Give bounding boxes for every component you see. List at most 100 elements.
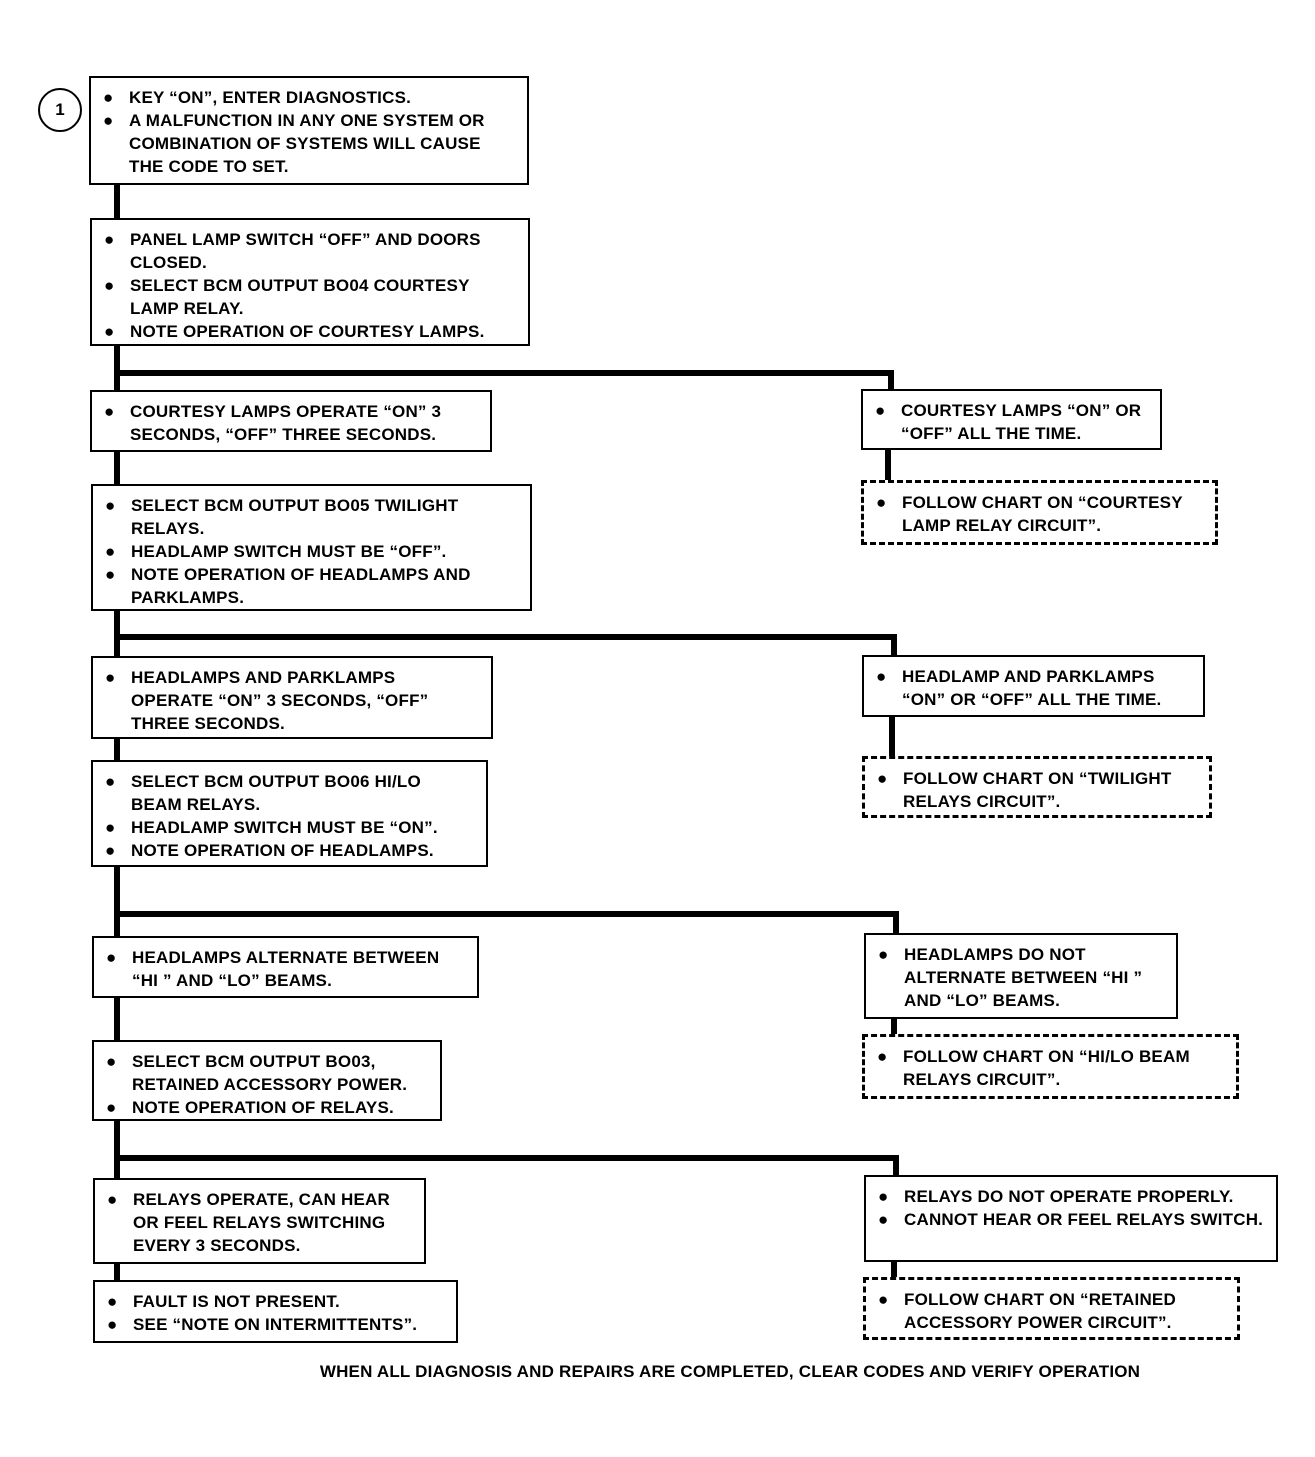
bullet-text: HEADLAMP SWITCH MUST BE “OFF”.	[131, 542, 447, 561]
bullet-list: ● FAULT IS NOT PRESENT. ● SEE “NOTE ON INTE…	[105, 1290, 446, 1336]
bullet-item: ● HEADLAMPS DO NOT ALTERNATE BETWEEN “HI …	[876, 943, 1166, 1012]
bullet-icon: ●	[107, 1292, 118, 1311]
bullet-item: ● NOTE OPERATION OF HEADLAMPS.	[103, 839, 476, 862]
bullet-list: ●SELECT BCM OUTPUT BO06 HI/LO BEAM RELAY…	[103, 770, 476, 862]
action-box-hilo-chart: ● FOLLOW CHART ON “HI/LO BEAM RELAYS CIRC…	[862, 1034, 1239, 1099]
result-box-twilight-fail: ●HEADLAMP AND PARKLAMPS “ON” OR “OFF” AL…	[862, 655, 1205, 717]
bullet-item: ●SELECT BCM OUTPUT BO04 COURTESY LAMP RE…	[102, 274, 518, 320]
bullet-icon: ●	[107, 1190, 118, 1209]
bullet-icon: ●	[877, 1047, 888, 1066]
bullet-text: COURTESY LAMPS OPERATE “ON” 3 SECONDS, “…	[130, 402, 442, 444]
bullet-list: ● HEADLAMPS AND PARKLAMPS OPERATE “ON” 3 …	[103, 666, 481, 735]
bullet-text: FOLLOW CHART ON “COURTESY LAMP RELAY CIR…	[902, 493, 1183, 535]
bullet-text: KEY “ON”, ENTER DIAGNOSTICS.	[129, 88, 412, 107]
bullet-text: FOLLOW CHART ON “TWILIGHT RELAYS CIRCUIT…	[903, 769, 1172, 811]
bullet-text: PANEL LAMP SWITCH “OFF” AND DOORS CLOSED…	[130, 230, 481, 272]
result-box-twilight-ok: ● HEADLAMPS AND PARKLAMPS OPERATE “ON” 3 …	[91, 656, 493, 739]
bullet-icon: ●	[104, 322, 115, 341]
bullet-icon: ●	[878, 945, 889, 964]
bullet-item: ● NOTE OPERATION OF RELAYS.	[104, 1096, 430, 1119]
bullet-list: ● PANEL LAMP SWITCH “OFF” AND DOORS CLOSE…	[102, 228, 518, 343]
action-box-twilight-chart: ●FOLLOW CHART ON “TWILIGHT RELAYS CIRCUI…	[862, 756, 1212, 818]
bullet-icon: ●	[876, 493, 887, 512]
bullet-icon: ●	[876, 667, 887, 686]
bullet-text: FOLLOW CHART ON “HI/LO BEAM RELAYS CIRCU…	[903, 1047, 1190, 1089]
bullet-icon: ●	[105, 496, 116, 515]
bullet-text: SEE “NOTE ON INTERMITTENTS”.	[133, 1315, 418, 1334]
bullet-text: RELAYS OPERATE, CAN HEAR OR FEEL RELAYS …	[133, 1190, 391, 1255]
bullet-item: ●NOTE OPERATION OF HEADLAMPS AND PARKLAM…	[103, 563, 520, 609]
step-box-select-bo06: ●SELECT BCM OUTPUT BO06 HI/LO BEAM RELAY…	[91, 760, 488, 867]
bullet-icon: ●	[105, 841, 116, 860]
bullet-item: ●FOLLOW CHART ON “TWILIGHT RELAYS CIRCUI…	[875, 767, 1199, 813]
bullet-item: ● SEE “NOTE ON INTERMITTENTS”.	[105, 1313, 446, 1336]
bullet-icon: ●	[878, 1187, 889, 1206]
bullet-text: SELECT BCM OUTPUT BO04 COURTESY LAMP REL…	[130, 276, 470, 318]
result-box-relays-fail: ● RELAYS DO NOT OPERATE PROPERLY. ● CANNOT …	[864, 1175, 1278, 1262]
footer-instruction: WHEN ALL DIAGNOSIS AND REPAIRS ARE COMPL…	[319, 1362, 1141, 1381]
bullet-text: FOLLOW CHART ON “RETAINED ACCESSORY POWE…	[904, 1290, 1176, 1332]
step-box-enter-diagnostics: ● KEY “ON”, ENTER DIAGNOSTICS. ● A MALFUNCT…	[89, 76, 529, 185]
bullet-icon: ●	[105, 818, 116, 837]
bullet-text: NOTE OPERATION OF HEADLAMPS AND PARKLAMP…	[131, 565, 471, 607]
bullet-icon: ●	[106, 948, 117, 967]
bullet-item: ● HEADLAMPS AND PARKLAMPS OPERATE “ON” 3 …	[103, 666, 481, 735]
bullet-icon: ●	[106, 1098, 117, 1117]
bullet-text: FAULT IS NOT PRESENT.	[133, 1292, 340, 1311]
action-box-courtesy-chart: ● FOLLOW CHART ON “COURTESY LAMP RELAY CI…	[861, 480, 1218, 545]
bullet-icon: ●	[103, 88, 114, 107]
step-box-select-bo04: ● PANEL LAMP SWITCH “OFF” AND DOORS CLOSE…	[90, 218, 530, 346]
bullet-list: ● FOLLOW CHART ON “RETAINED ACCESSORY POW…	[876, 1288, 1227, 1334]
bullet-list: ● SELECT BCM OUTPUT BO05 TWILIGHT RELAYS.…	[103, 494, 520, 609]
bullet-icon: ●	[878, 1290, 889, 1309]
bullet-text: HEADLAMPS DO NOT ALTERNATE BETWEEN “HI ”…	[904, 945, 1143, 1010]
bullet-list: ● COURTESY LAMPS OPERATE “ON” 3 SECONDS, …	[102, 400, 480, 446]
bullet-list: ● KEY “ON”, ENTER DIAGNOSTICS. ● A MALFUNCT…	[101, 86, 517, 178]
bullet-icon: ●	[104, 230, 115, 249]
bullet-icon: ●	[107, 1315, 118, 1334]
bullet-icon: ●	[105, 542, 116, 561]
bullet-text: NOTE OPERATION OF RELAYS.	[132, 1098, 394, 1117]
bullet-text: SELECT BCM OUTPUT BO05 TWILIGHT RELAYS.	[131, 496, 459, 538]
bullet-icon: ●	[878, 1210, 889, 1229]
bullet-text: HEADLAMPS ALTERNATE BETWEEN “HI ” AND “L…	[132, 948, 440, 990]
bullet-item: ● SELECT BCM OUTPUT BO05 TWILIGHT RELAYS.	[103, 494, 520, 540]
bullet-item: ●COURTESY LAMPS “ON” OR “OFF” ALL THE TI…	[873, 399, 1150, 445]
bullet-text: RELAYS DO NOT OPERATE PROPERLY.	[904, 1187, 1234, 1206]
bullet-item: ● FOLLOW CHART ON “RETAINED ACCESSORY POW…	[876, 1288, 1227, 1334]
bullet-text: HEADLAMP SWITCH MUST BE “ON”.	[131, 818, 438, 837]
bullet-text: COURTESY LAMPS “ON” OR “OFF” ALL THE TIM…	[901, 401, 1142, 443]
bullet-list: ● FOLLOW CHART ON “HI/LO BEAM RELAYS CIRC…	[875, 1045, 1226, 1091]
bullet-text: SELECT BCM OUTPUT BO03, RETAINED ACCESSO…	[132, 1052, 408, 1094]
bullet-list: ● FOLLOW CHART ON “COURTESY LAMP RELAY CI…	[874, 491, 1205, 537]
result-box-fault-not-present: ● FAULT IS NOT PRESENT. ● SEE “NOTE ON INTE…	[93, 1280, 458, 1343]
step-box-select-bo03: ● SELECT BCM OUTPUT BO03, RETAINED ACCESS…	[92, 1040, 442, 1121]
bullet-list: ● SELECT BCM OUTPUT BO03, RETAINED ACCESS…	[104, 1050, 430, 1119]
bullet-text: A MALFUNCTION IN ANY ONE SYSTEM OR COMBI…	[129, 111, 485, 176]
bullet-list: ●FOLLOW CHART ON “TWILIGHT RELAYS CIRCUI…	[875, 767, 1199, 813]
result-box-courtesy-ok: ● COURTESY LAMPS OPERATE “ON” 3 SECONDS, …	[90, 390, 492, 452]
bullet-item: ● A MALFUNCTION IN ANY ONE SYSTEM OR COMB…	[101, 109, 517, 178]
step-box-select-bo05: ● SELECT BCM OUTPUT BO05 TWILIGHT RELAYS.…	[91, 484, 532, 611]
bullet-text: CANNOT HEAR OR FEEL RELAYS SWITCH.	[904, 1210, 1264, 1229]
bullet-item: ● HEADLAMP SWITCH MUST BE “ON”.	[103, 816, 476, 839]
bullet-item: ●SELECT BCM OUTPUT BO03, RETAINED ACCESS…	[104, 1050, 430, 1096]
bullet-item: ● RELAYS DO NOT OPERATE PROPERLY.	[876, 1185, 1266, 1208]
result-box-hilo-ok: ● HEADLAMPS ALTERNATE BETWEEN “HI ” AND “…	[92, 936, 479, 998]
bullet-list: ● HEADLAMPS DO NOT ALTERNATE BETWEEN “HI …	[876, 943, 1166, 1012]
bullet-item: ● RELAYS OPERATE, CAN HEAR OR FEEL RELAYS…	[105, 1188, 414, 1257]
bullet-icon: ●	[104, 402, 115, 421]
bullet-text: NOTE OPERATION OF HEADLAMPS.	[131, 841, 434, 860]
bullet-icon: ●	[105, 668, 116, 687]
result-box-relays-ok: ● RELAYS OPERATE, CAN HEAR OR FEEL RELAYS…	[93, 1178, 426, 1264]
bullet-list: ●COURTESY LAMPS “ON” OR “OFF” ALL THE TI…	[873, 399, 1150, 445]
bullet-list: ●HEADLAMP AND PARKLAMPS “ON” OR “OFF” AL…	[874, 665, 1193, 711]
bullet-list: ● RELAYS DO NOT OPERATE PROPERLY. ● CANNOT …	[876, 1185, 1266, 1231]
step-number: 1	[55, 100, 65, 119]
bullet-text: HEADLAMPS AND PARKLAMPS OPERATE “ON” 3 S…	[131, 668, 429, 733]
bullet-item: ● FOLLOW CHART ON “HI/LO BEAM RELAYS CIRC…	[875, 1045, 1226, 1091]
bullet-icon: ●	[103, 111, 114, 130]
bullet-item: ● PANEL LAMP SWITCH “OFF” AND DOORS CLOSE…	[102, 228, 518, 274]
bullet-text: NOTE OPERATION OF COURTESY LAMPS.	[130, 322, 485, 341]
